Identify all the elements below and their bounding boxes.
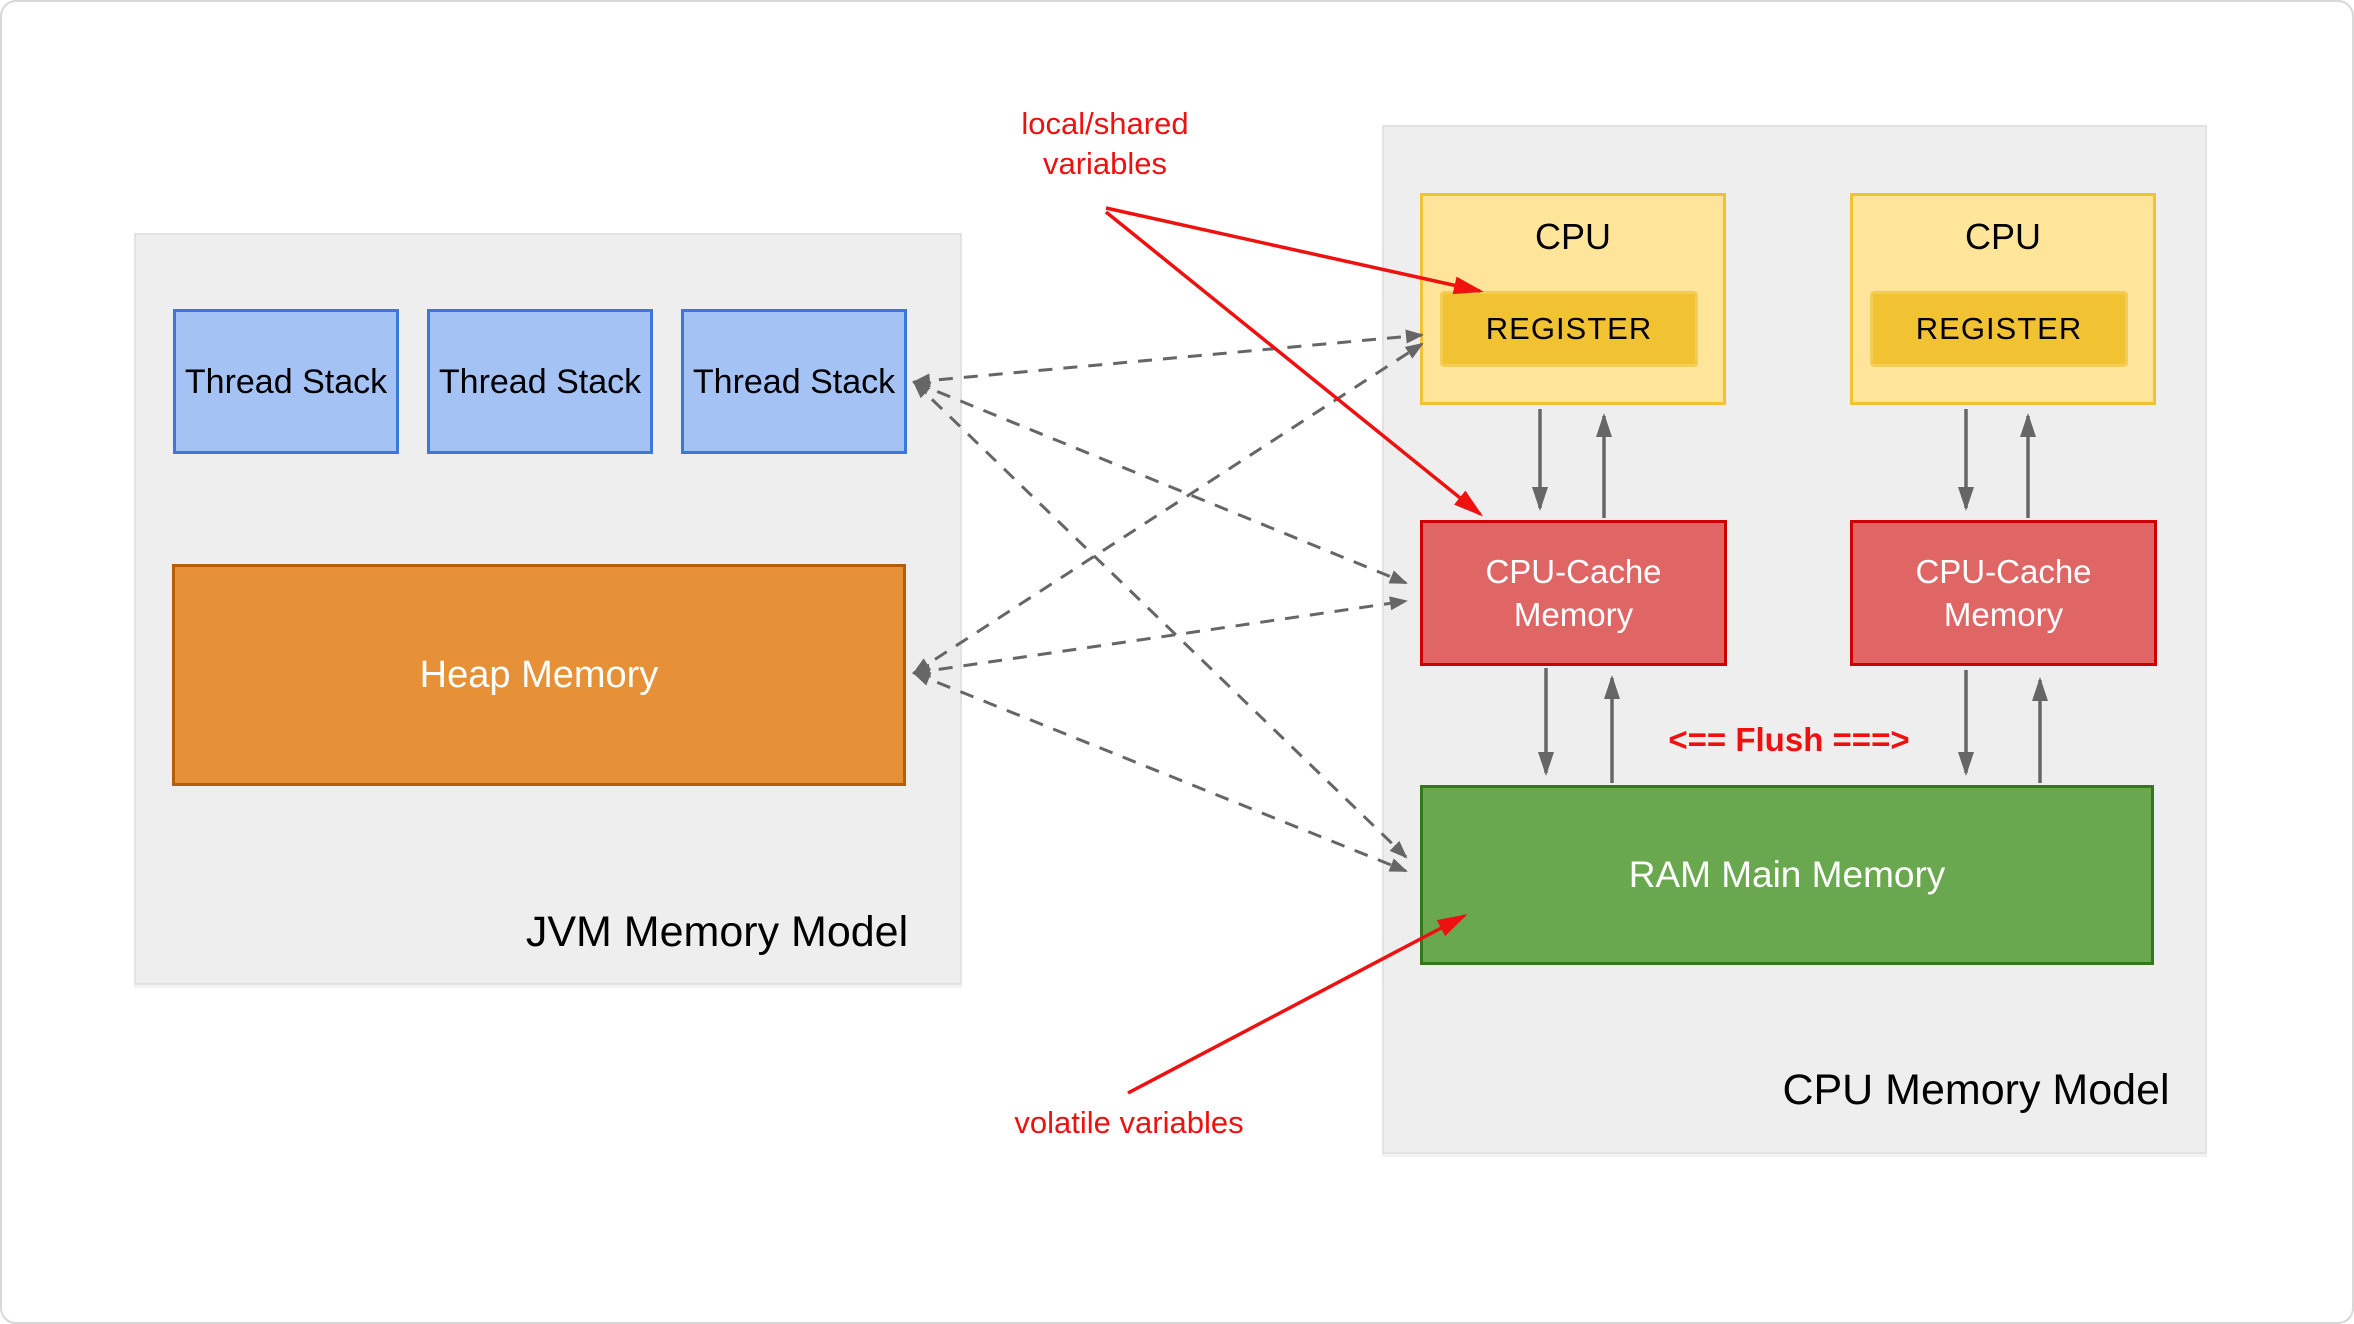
- annotation-flush: <== Flush ===>: [1668, 721, 1910, 758]
- register-box-left: REGISTER: [1440, 291, 1698, 367]
- annotation-local-shared-variables: local/shared variables: [1021, 106, 1189, 181]
- thread-stack-box-1: Thread Stack: [173, 309, 399, 454]
- cpu-cache-box-left: CPU-Cache Memory: [1420, 520, 1727, 666]
- register-label: REGISTER: [1915, 311, 2083, 346]
- cpu-cache-label: CPU-Cache Memory: [1915, 553, 2092, 633]
- dashed-connector-thread3-register: [912, 329, 1424, 388]
- cpu-cache-box-right: CPU-Cache Memory: [1850, 520, 2157, 666]
- dashed-connector-heap-cache: [912, 596, 1408, 678]
- heap-memory-label: Heap Memory: [419, 653, 659, 696]
- ram-main-memory-box: RAM Main Memory: [1420, 785, 2154, 965]
- dashed-connector-heap-ram: [912, 671, 1408, 873]
- ram-label: RAM Main Memory: [1628, 854, 1946, 895]
- cpu-cache-label: CPU-Cache Memory: [1485, 553, 1662, 633]
- register-box-right: REGISTER: [1870, 291, 2128, 367]
- thread-stack-label: Thread Stack: [692, 362, 896, 401]
- annotation-volatile-variables: volatile variables: [1014, 1105, 1244, 1140]
- cpu-label: CPU: [1534, 216, 1611, 257]
- thread-stack-box-2: Thread Stack: [427, 309, 653, 454]
- heap-memory-box: Heap Memory: [172, 564, 906, 786]
- register-label: REGISTER: [1485, 311, 1653, 346]
- thread-stack-box-3: Thread Stack: [681, 309, 907, 454]
- thread-stack-label: Thread Stack: [438, 362, 642, 401]
- dashed-connector-thread3-ram: [912, 380, 1408, 859]
- cpu-label: CPU: [1964, 216, 2041, 257]
- dashed-connector-heap-register: [912, 342, 1424, 675]
- jvm-model-title: JVM Memory Model: [525, 908, 909, 956]
- dashed-connector-thread3-cache: [912, 380, 1408, 585]
- cpu-model-title: CPU Memory Model: [1782, 1066, 2170, 1114]
- thread-stack-label: Thread Stack: [184, 362, 388, 401]
